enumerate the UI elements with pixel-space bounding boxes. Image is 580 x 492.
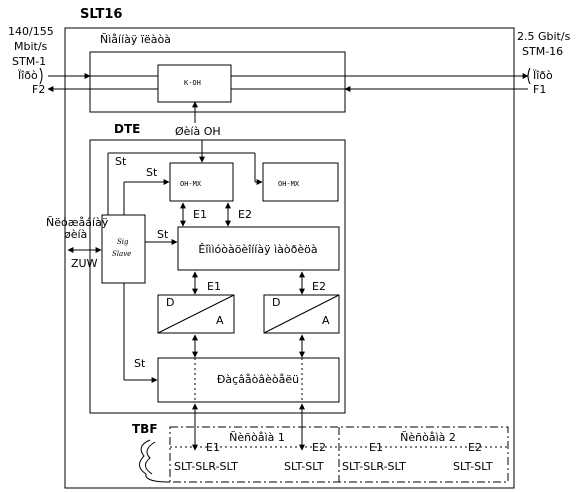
sync-bus-label-1: Ñëóæåáíàÿ	[46, 216, 109, 229]
converter-left-diag	[157, 294, 235, 334]
tbf-system1-label: Ñèñòåìà 1	[229, 431, 285, 444]
left-port-bracket	[39, 67, 43, 85]
dte-label: DTE	[114, 122, 140, 136]
right-port-stm: STM-16	[522, 45, 563, 58]
sync-bus-zuw: ZUW	[71, 257, 98, 270]
interface-label: Ðàçâåòâèòåëü	[217, 373, 299, 386]
e2-upper-label: E2	[238, 208, 252, 221]
sig-slave-line1: Sig	[117, 238, 129, 246]
tbf-e2-b: E2	[468, 441, 482, 454]
switch-matrix-label: Êîììóòàöèîííàÿ ìàòðèöà	[198, 243, 317, 256]
tbf-system2-label: Ñèñòåìà 2	[400, 431, 456, 444]
diagram-title: SLT16	[80, 7, 122, 22]
st-to-switch-label: St	[157, 228, 169, 241]
converter-right-a: A	[322, 314, 330, 327]
ohmx-left-label: OH-MX	[180, 180, 202, 188]
tbf-slt-b: SLT-SLT	[453, 460, 493, 473]
right-port-rate: 2.5 Gbit/s	[517, 30, 571, 43]
dte-block	[89, 139, 346, 414]
e1-upper-label: E1	[193, 208, 207, 221]
converter-right-box	[263, 294, 340, 334]
ohmx-right-box	[262, 162, 339, 202]
right-port-flow: F1	[533, 83, 546, 96]
ohmx-left-box	[169, 162, 234, 202]
tbf-cable-icon	[139, 439, 171, 483]
tbf-e1: E1	[206, 441, 220, 454]
st-to-ohmx-label: St	[146, 166, 158, 179]
st-bus-label: St	[115, 155, 127, 168]
oh-box-label: K-OH	[184, 79, 201, 87]
slt16-frame	[64, 27, 515, 489]
ohmx-right-label: OH-MX	[278, 180, 300, 188]
converter-left-d: D	[166, 296, 174, 309]
right-port-name: Ïîðò	[533, 69, 553, 82]
left-port-stm: STM-1	[12, 55, 46, 68]
tbf-label: TBF	[132, 422, 158, 436]
converter-left-box	[157, 294, 235, 334]
converter-right-diag	[263, 294, 340, 334]
left-port-flow: F2	[32, 83, 45, 96]
tbf-e2: E2	[312, 441, 326, 454]
right-port-bracket	[527, 67, 531, 85]
sig-slave-box	[101, 214, 146, 284]
switch-matrix-box	[177, 226, 340, 271]
top-block	[89, 51, 346, 113]
tbf-slr: SLT-SLR-SLT	[174, 460, 238, 473]
e2-lower-label: E2	[312, 280, 326, 293]
sig-slave-line2: Slave	[112, 250, 131, 258]
converter-right-d: D	[272, 296, 280, 309]
converter-left-a: A	[216, 314, 224, 327]
top-block-label: Ñìåííàÿ ïëàòà	[100, 33, 171, 46]
oh-bus-label: Øèíà OH	[175, 125, 221, 138]
st-to-interface-label: St	[134, 357, 146, 370]
tbf-slr-b: SLT-SLR-SLT	[342, 460, 406, 473]
e1-lower-label: E1	[207, 280, 221, 293]
left-port-name: Ïîðò	[18, 69, 38, 82]
tbf-e1-b: E1	[369, 441, 383, 454]
left-port-rate: 140/155	[8, 25, 54, 38]
interface-box	[157, 357, 340, 403]
tbf-slt: SLT-SLT	[284, 460, 324, 473]
left-port-unit: Mbit/s	[14, 40, 48, 53]
sync-bus-label-2: øèíà	[64, 228, 87, 241]
tbf-cable-icon-2	[145, 441, 156, 475]
